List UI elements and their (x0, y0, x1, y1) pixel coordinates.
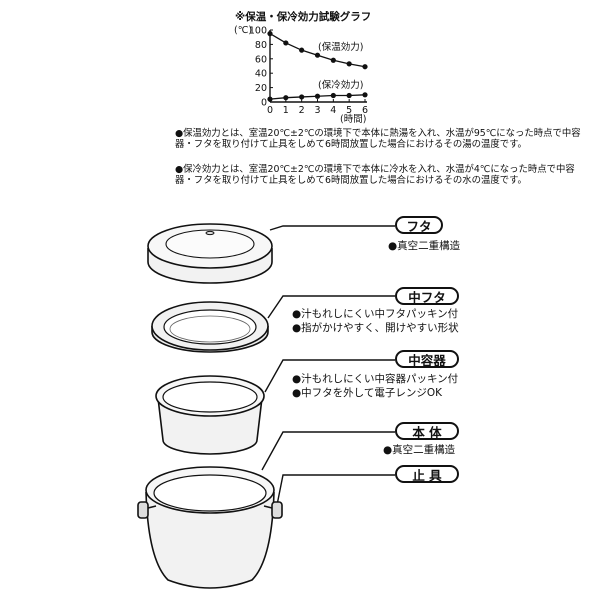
label-inner-container: 中容器 (395, 350, 459, 368)
inner-container-feature-2: ●中フタを外して電子レンジOK (292, 387, 442, 399)
body-illustration (137, 466, 283, 589)
series-point (299, 47, 305, 53)
x-axis-unit: (時間) (340, 114, 366, 125)
series-point (314, 93, 321, 99)
heat-retention-note: ●保温効力とは、室温20℃±2℃の環境下で本体に熱湯を入れ、水温が95℃になった… (175, 128, 581, 151)
y-tick-label: 60 (255, 54, 267, 65)
chart-series: (保温効力) (保冷効力) (267, 30, 368, 102)
y-tick-label: 0 (261, 98, 267, 109)
label-lid: フタ (395, 216, 443, 234)
inner-lid-feature-2: ●指がかけやすく、開けやすい形状 (292, 322, 459, 334)
inner-container-illustration (155, 375, 265, 455)
x-tick-label: 2 (299, 105, 305, 116)
series-point (283, 95, 289, 101)
x-tick-label: 1 (283, 105, 289, 116)
chart-title: ※保温・保冷効力試験グラフ (235, 10, 371, 23)
inner-container-feature-1: ●汁もれしにくい中容器パッキン付 (292, 373, 459, 385)
series-point (299, 94, 305, 100)
series-point (362, 64, 368, 70)
y-tick-label: 20 (255, 83, 267, 94)
body-feature-1: ●真空二重構造 (383, 444, 456, 456)
series-point (362, 92, 368, 98)
series-label-0: (保温効力) (318, 41, 363, 53)
y-tick-label: 40 (255, 69, 267, 80)
label-inner-lid: 中フタ (395, 287, 459, 305)
series-point (267, 96, 273, 102)
connector-lines (261, 225, 395, 511)
x-tick-label: 0 (267, 105, 273, 116)
x-tick-label: 4 (330, 105, 336, 116)
series-point (346, 92, 352, 99)
label-body: 本 体 (395, 422, 459, 440)
series-label-1: (保冷効力) (318, 79, 363, 91)
x-tick-label: 5 (346, 105, 352, 116)
series-point (267, 30, 273, 37)
lid-feature-1: ●真空二重構造 (388, 240, 461, 252)
inner-lid-illustration (151, 301, 269, 353)
x-tick-label: 6 (362, 105, 368, 116)
series-point (314, 52, 321, 58)
lid-illustration (147, 223, 273, 284)
series-point (283, 40, 289, 46)
y-tick-label: 100 (249, 26, 267, 37)
cold-retention-note: ●保冷効力とは、室温20℃±2℃の環境下で本体に冷水を入れ、水温が4℃になった時… (175, 164, 575, 187)
series-point (330, 92, 336, 99)
y-tick-label: 80 (255, 40, 267, 51)
series-point (346, 61, 352, 67)
x-tick-label: 3 (314, 105, 320, 116)
series-point (330, 57, 336, 63)
inner-lid-feature-1: ●汁もれしにくい中フタパッキン付 (292, 308, 459, 320)
label-clasp: 止 具 (395, 465, 459, 483)
y-axis-unit: (℃) (234, 25, 252, 36)
